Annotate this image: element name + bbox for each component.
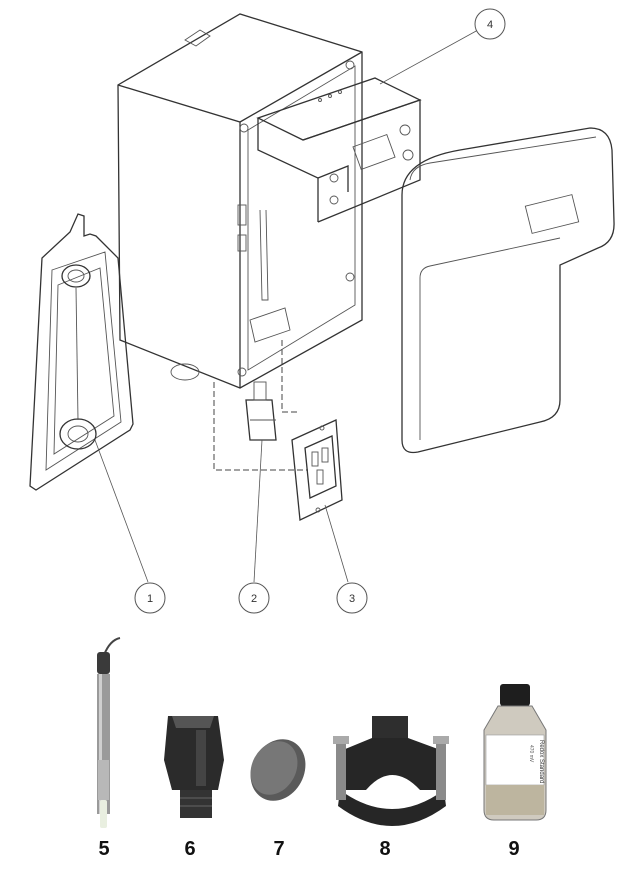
cable-gland-assembly: [213, 340, 308, 471]
part-label-5: 5: [98, 838, 110, 860]
probe-holder-fitting-icon: [164, 716, 224, 818]
power-socket: [291, 419, 343, 521]
pipe-saddle-clamp-icon: [333, 716, 449, 826]
leader-line-4: [379, 29, 479, 85]
svg-text:4: 4: [487, 19, 493, 31]
svg-text:1: 1: [147, 593, 153, 605]
leader-line-1: [94, 439, 149, 583]
part-label-7: 7: [273, 838, 285, 860]
svg-text:470 mV: 470 mV: [528, 745, 534, 763]
callout-3: 3: [336, 582, 368, 614]
callout-2: 2: [238, 582, 270, 614]
svg-text:3: 3: [349, 593, 355, 605]
housing-base: [117, 13, 363, 389]
part-label-6: 6: [184, 838, 196, 860]
leader-line-3: [324, 504, 349, 583]
probe-electrode-icon: [97, 637, 121, 828]
svg-text:Redox Standard s: Redox Standard s: [538, 740, 544, 788]
svg-text:2: 2: [251, 593, 257, 605]
wall-bracket: [29, 213, 134, 491]
leader-line-2: [253, 439, 263, 583]
callout-4: 4: [474, 8, 506, 40]
filter-disc-icon: [250, 739, 306, 801]
part-label-8: 8: [379, 838, 391, 860]
electronics-module: [256, 77, 422, 223]
standard-solution-bottle-icon: Redox Standard s 470 mV: [483, 684, 547, 821]
part-label-9: 9: [508, 838, 520, 860]
front-cover: [401, 127, 615, 454]
callout-1: 1: [134, 582, 166, 614]
